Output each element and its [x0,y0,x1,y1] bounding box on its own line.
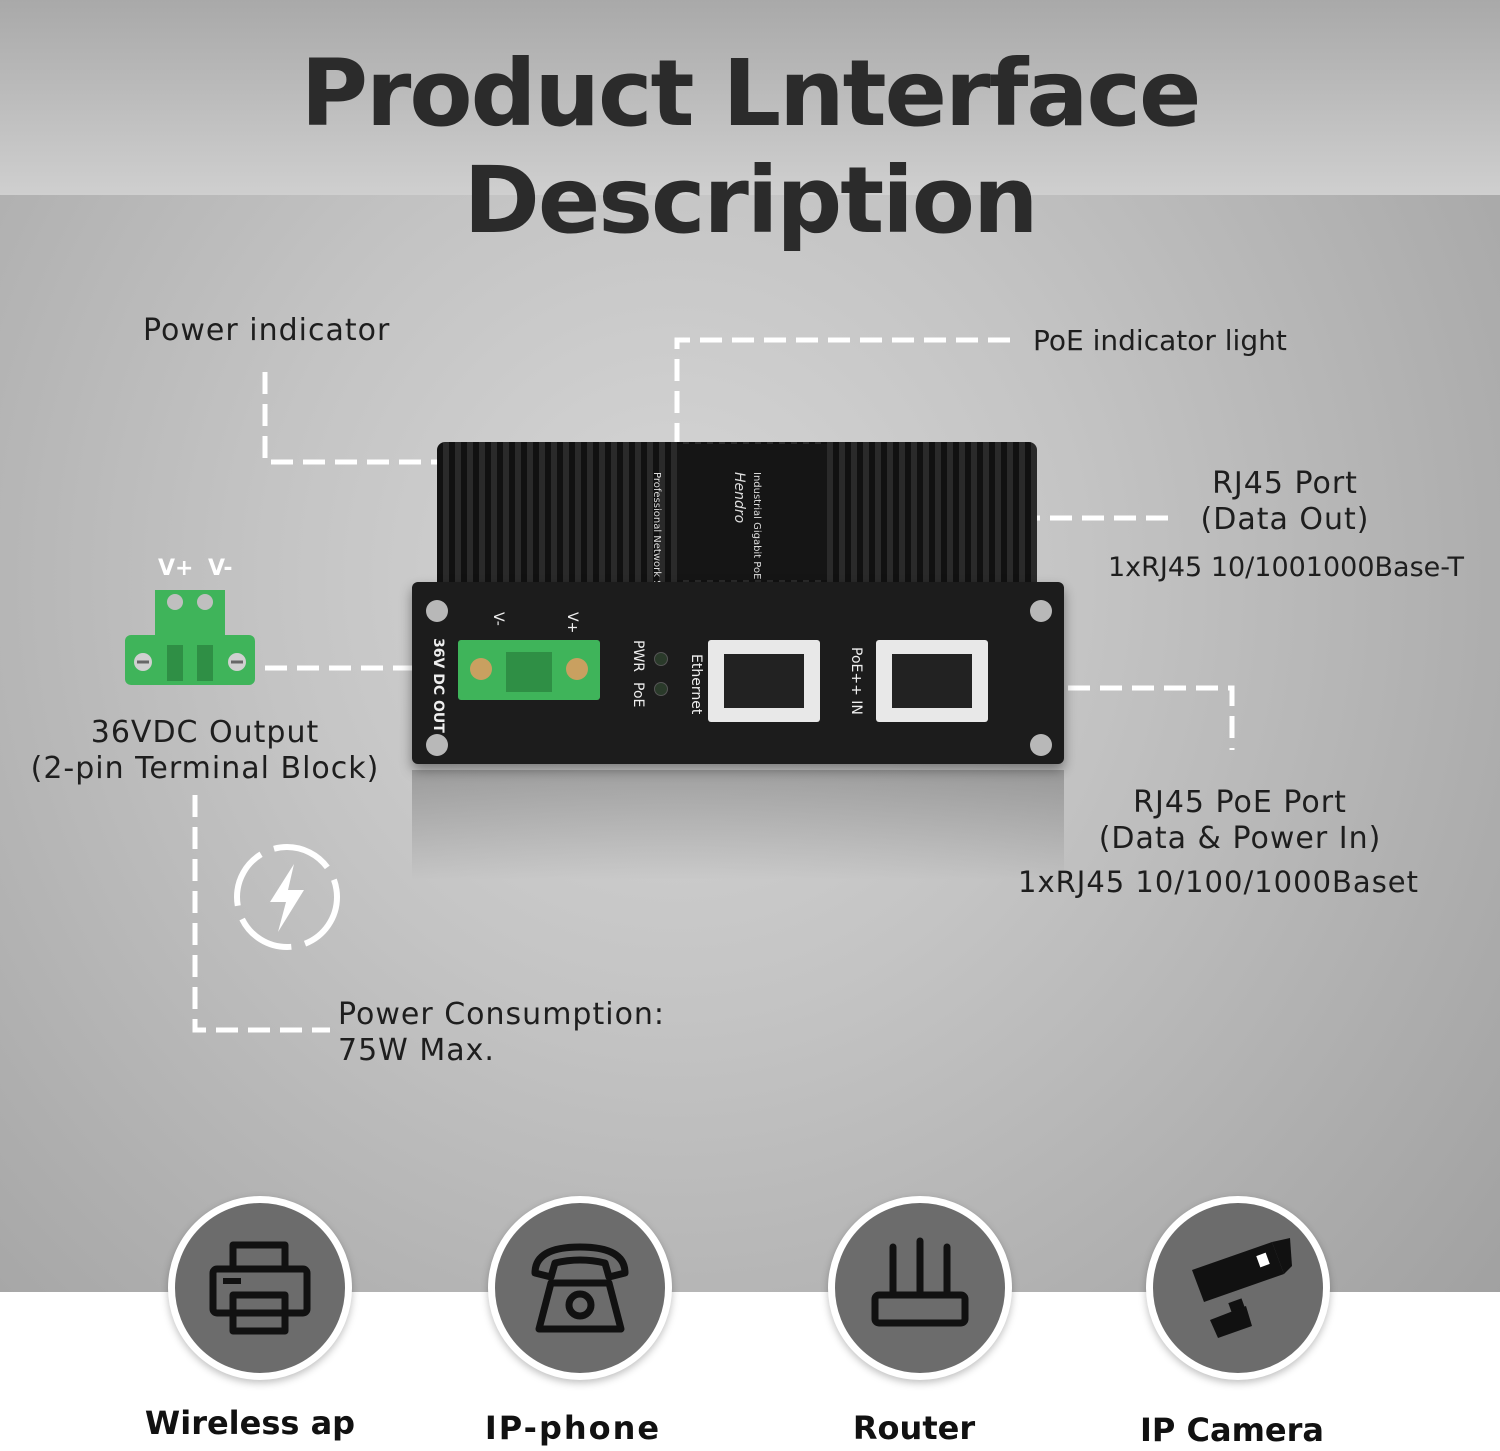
device-reflection [412,770,1064,880]
rj45-data-out-port [708,640,820,722]
printer-icon [209,1241,311,1335]
rj45-port-title: RJ45 Port [1212,466,1358,501]
rj45-port-spec: 1xRJ45 10/1001000Base-T [1108,552,1465,583]
vdc-output-sub: (2-pin Terminal Block) [30,751,380,786]
rj45-port-sub: (Data Out) [1200,502,1370,537]
app-label-router: Router [852,1409,976,1447]
ethernet-label: Ethernet [688,654,704,715]
app-circle-wireless-ap [168,1196,352,1380]
power-indicator-label: Power indicator [143,313,391,348]
poe-port-spec: 1xRJ45 10/100/1000Baset [1018,865,1420,899]
router-icon [871,1237,969,1327]
app-label-wireless-ap: Wireless ap [144,1404,356,1442]
pwr-label: PWR [630,640,646,673]
app-label-ip-camera: IP Camera [1140,1411,1324,1449]
telephone-icon [531,1243,629,1333]
page-title: Product Lnterface Description [300,40,1202,254]
v-minus-port-label: V- [490,612,506,626]
poe-port-callout: RJ45 PoE Port (Data & Power In) [1050,785,1430,857]
poe-port-title: RJ45 PoE Port [1133,785,1347,820]
dc-out-label: 36V DC OUT [430,638,446,733]
app-circle-ip-camera [1146,1196,1330,1380]
lightning-icon [234,844,340,950]
poe-led [654,682,668,696]
terminal-v-plus-label: V+ [158,556,194,581]
dc-output-terminal [458,640,600,700]
power-consumption-callout: Power Consumption: 75W Max. [338,997,665,1069]
camera-icon [1192,1238,1292,1338]
poe-led-label: PoE [630,682,646,708]
device-brand: Hendro [731,472,747,524]
v-plus-port-label: V+ [564,612,580,634]
terminal-v-minus-label: V- [208,556,233,581]
power-consumption-leader [192,795,330,1033]
poe-in-label: PoE++ IN [848,647,864,715]
poe-indicator-label: PoE indicator light [1033,324,1287,357]
app-circle-router [828,1196,1012,1380]
app-circle-ip-phone [488,1196,672,1380]
vdc-output-callout: 36VDC Output (2-pin Terminal Block) [20,715,390,787]
power-max-label: 75W Max. [338,1033,495,1068]
pwr-led [654,652,668,666]
screw-bottom-right [1030,734,1052,756]
terminal-block-image [125,590,255,685]
poe-splitter-device: Hendro Industrial Gigabit PoE Splitter P… [412,442,1064,764]
app-label-ip-phone: IP-phone [484,1409,662,1447]
screw-bottom-left [426,734,448,756]
screw-top-left [426,600,448,622]
rj45-poe-in-port [876,640,988,722]
power-consumption-label: Power Consumption: [338,997,666,1032]
rj45-port-callout: RJ45 Port (Data Out) [1180,466,1390,538]
vdc-output-title: 36VDC Output [90,715,320,750]
title-band [0,0,1500,195]
device-top-label-panel [677,444,827,580]
poe-port-sub: (Data & Power In) [1098,821,1382,856]
screw-top-right [1030,600,1052,622]
